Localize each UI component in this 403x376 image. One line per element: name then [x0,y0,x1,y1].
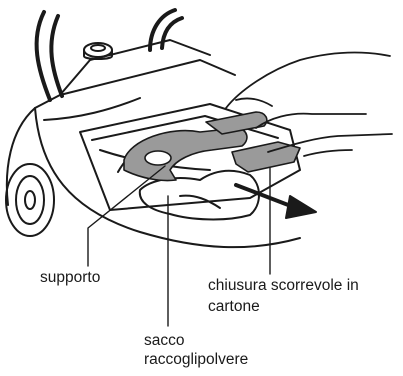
label-chiusura-line1: chiusura scorrevole in [208,276,359,296]
label-sacco-line1: sacco [144,331,185,351]
wheel [6,164,54,236]
filter-cap [84,43,112,59]
label-chiusura-line2: cartone [208,297,260,317]
label-sacco-line2: raccoglipolvere [144,350,248,370]
label-supporto: supporto [40,268,100,288]
holder-plate [124,128,247,181]
hands [226,53,392,156]
pull-arrow [236,185,316,218]
